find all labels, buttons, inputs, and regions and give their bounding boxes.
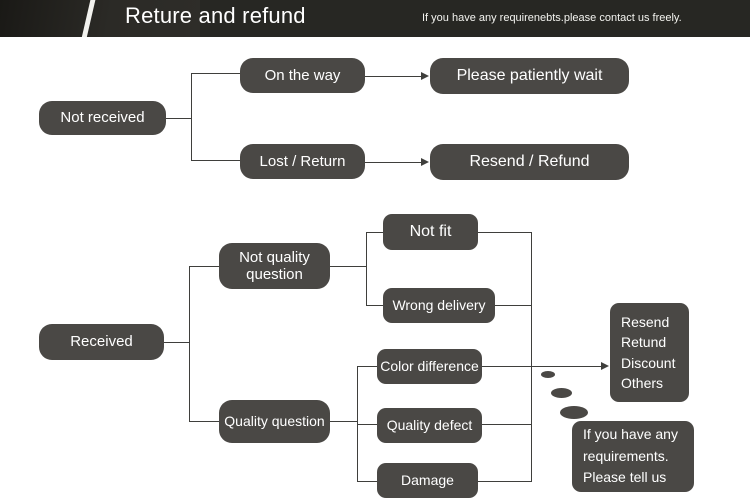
connector-quality-defect-to-collector <box>482 424 532 425</box>
node-quality-defect[interactable]: Quality defect <box>377 408 482 443</box>
connector-not-quality-to-not-fit <box>366 232 383 233</box>
bubble-tail-dot-medium-icon <box>551 388 572 398</box>
connector-not-received-to-on-the-way <box>191 73 240 74</box>
connector-quality-to-damage <box>357 481 377 482</box>
connector-collector-to-outcome <box>531 366 603 367</box>
page-header: Reture and refund If you have any requir… <box>0 0 750 37</box>
connector-not-received-stem <box>166 118 192 119</box>
arrow-lost-return-icon <box>421 158 429 166</box>
node-color-difference[interactable]: Color difference <box>377 349 482 384</box>
connector-quality-to-quality-defect <box>357 424 383 425</box>
connector-not-received-trunk <box>191 73 192 161</box>
page-title: Reture and refund <box>125 3 306 28</box>
connector-not-fit-to-collector <box>478 232 532 233</box>
node-resend-refund[interactable]: Resend / Refund <box>430 144 629 180</box>
connector-on-the-way-to-outcome <box>365 76 423 77</box>
connector-quality-stem <box>330 421 357 422</box>
header-subtitle: If you have any requirenebts.please cont… <box>422 12 682 24</box>
connector-quality-to-color-difference <box>357 366 383 367</box>
node-quality-question[interactable]: Quality question <box>219 400 330 443</box>
arrow-on-the-way-icon <box>421 72 429 80</box>
connector-not-quality-stem <box>330 266 366 267</box>
node-damage[interactable]: Damage <box>377 463 478 498</box>
connector-quality-trunk <box>357 366 358 481</box>
connector-received-to-not-quality <box>189 266 219 267</box>
bubble-tail-dot-large-icon <box>560 406 588 419</box>
connector-received-trunk <box>189 266 190 422</box>
header-sheen-decoration <box>0 0 200 37</box>
connector-wrong-delivery-to-collector <box>495 305 532 306</box>
connector-lost-return-to-outcome <box>365 162 423 163</box>
node-not-fit[interactable]: Not fit <box>383 214 478 250</box>
connector-not-quality-to-wrong-delivery <box>366 305 383 306</box>
connector-color-difference-to-collector <box>482 366 532 367</box>
connector-damage-to-collector <box>478 481 532 482</box>
connector-not-received-to-lost-return <box>191 160 240 161</box>
connector-received-stem <box>164 342 190 343</box>
node-lost-return[interactable]: Lost / Return <box>240 144 365 179</box>
connector-not-quality-trunk <box>366 232 367 306</box>
node-not-quality-question[interactable]: Not quality question <box>219 243 330 289</box>
connector-received-to-quality <box>189 421 219 422</box>
node-wrong-delivery[interactable]: Wrong delivery <box>383 288 495 323</box>
node-please-patiently-wait[interactable]: Please patiently wait <box>430 58 629 94</box>
connector-right-collector-trunk <box>531 232 532 482</box>
node-received[interactable]: Received <box>39 324 164 360</box>
arrow-collector-outcome-icon <box>601 362 609 370</box>
node-on-the-way[interactable]: On the way <box>240 58 365 93</box>
bubble-tail-dot-small-icon <box>541 371 555 378</box>
node-contact-note[interactable]: If you have any requirements. Please tel… <box>572 421 694 492</box>
node-not-received[interactable]: Not received <box>39 101 166 135</box>
node-final-outcome[interactable]: Resend Retund Discount Others <box>610 303 689 402</box>
